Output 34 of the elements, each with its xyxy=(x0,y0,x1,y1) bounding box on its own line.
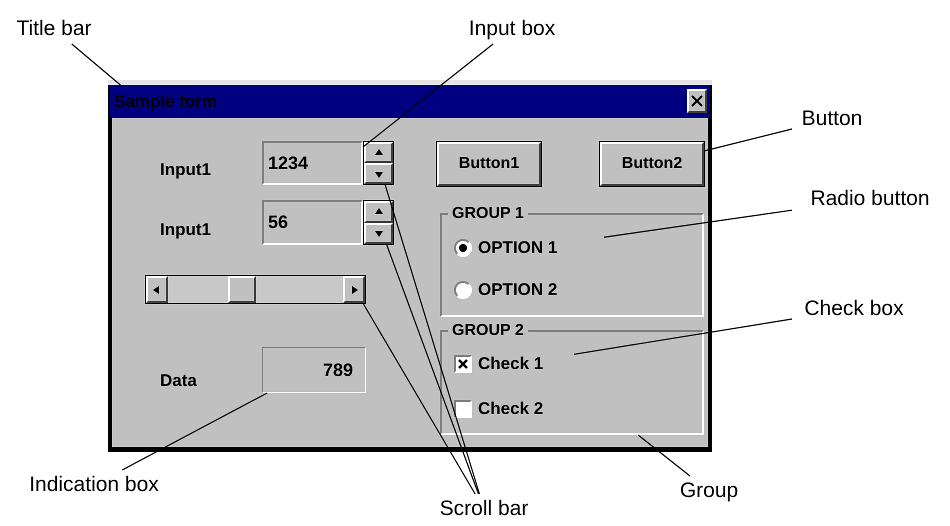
leader-line xyxy=(122,392,268,471)
scroll-bar xyxy=(145,275,366,304)
field-label: Input1 xyxy=(160,159,211,181)
leader-line xyxy=(71,44,121,86)
field-label: Data xyxy=(160,370,197,392)
leader-line xyxy=(574,318,792,355)
radio-option: OPTION 1 xyxy=(454,235,604,261)
callout-label: Indication box xyxy=(29,472,159,498)
callout-label: Input box xyxy=(468,16,556,42)
input-field: 56 xyxy=(262,200,363,245)
callout-label: Group xyxy=(680,478,738,504)
callout-label: Check box xyxy=(804,296,904,322)
push-button: Button2 xyxy=(600,142,704,186)
callout-label: Button xyxy=(802,106,862,132)
callout-label: Radio button xyxy=(810,186,930,212)
spin-control xyxy=(363,141,394,185)
radio-option: OPTION 2 xyxy=(454,277,604,303)
leader-line xyxy=(384,184,480,494)
leader-line xyxy=(704,128,792,152)
leader-line xyxy=(362,44,494,148)
form-window xyxy=(108,80,712,452)
callout-label: Scroll bar xyxy=(440,496,528,522)
leader-line xyxy=(362,304,476,494)
leader-line xyxy=(386,244,480,494)
callout-label: Title bar xyxy=(16,16,92,42)
checkbox-option: Check 1 xyxy=(454,352,574,376)
input-field: 1234 xyxy=(262,141,363,185)
checkbox-option: Check 2 xyxy=(454,397,574,421)
indication-field: 789 xyxy=(262,347,366,393)
title-bar: Sample form xyxy=(110,85,710,118)
field-label: Input1 xyxy=(160,219,211,241)
push-button: Button1 xyxy=(437,142,541,186)
spin-control xyxy=(363,200,394,245)
leader-line xyxy=(604,210,792,238)
